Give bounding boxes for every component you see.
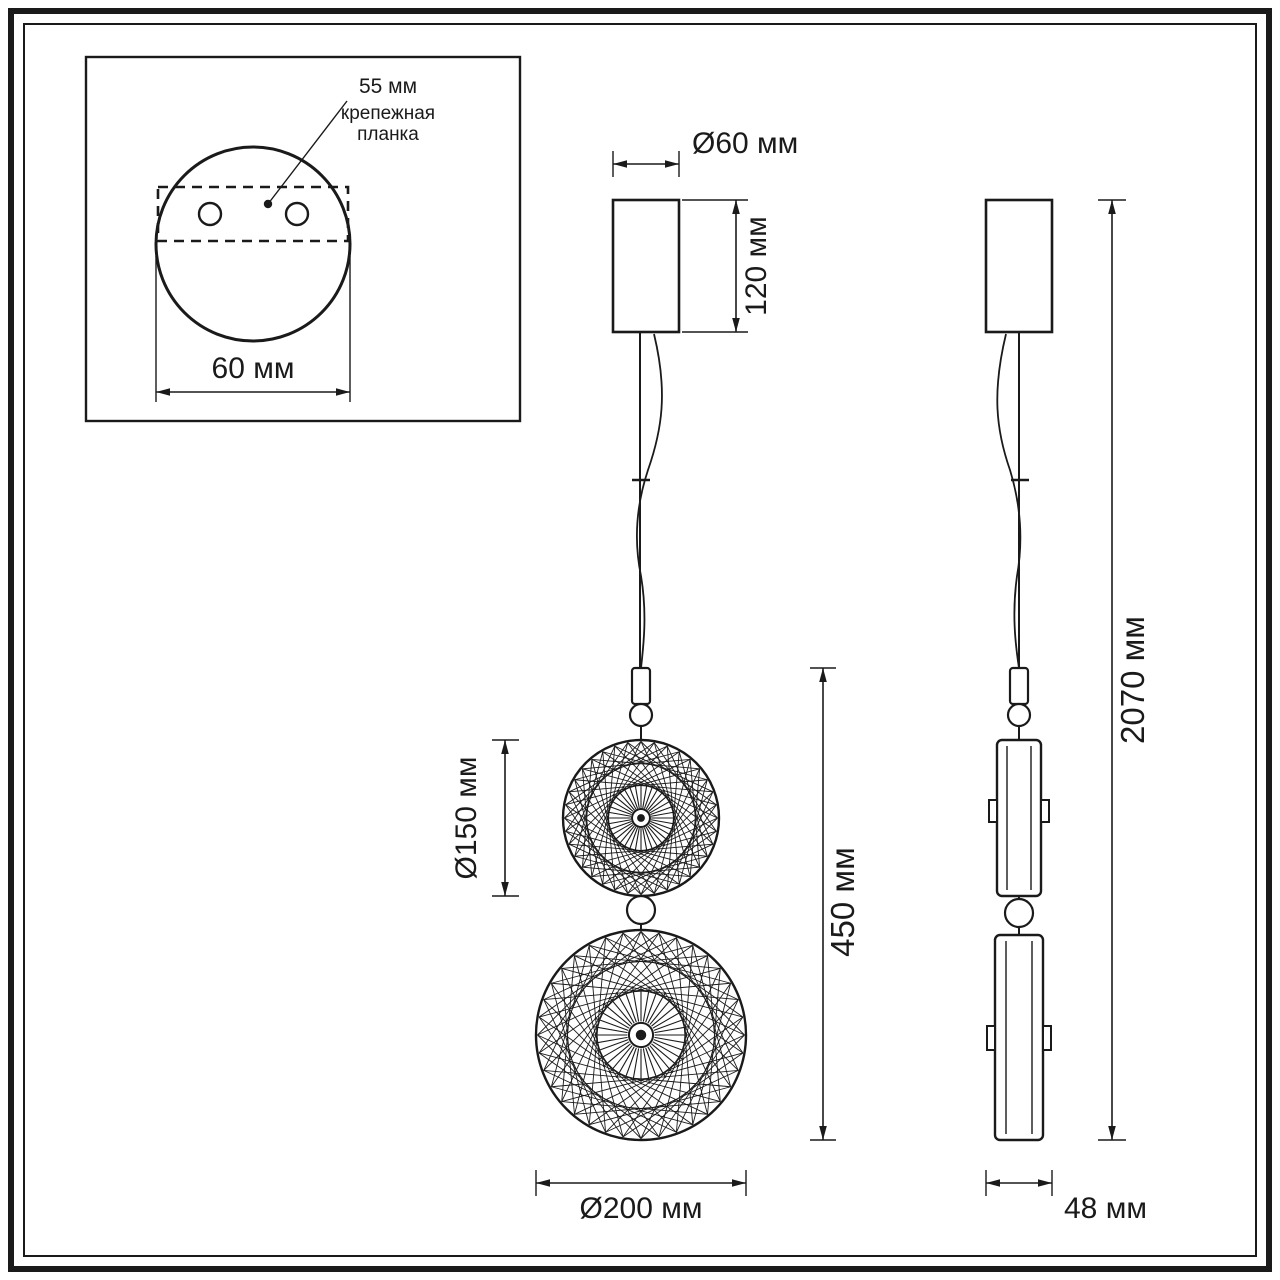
mounting-hole-left (197, 201, 223, 227)
small-disc-side-profile (988, 738, 1050, 898)
wire-side (996, 333, 1022, 669)
label-large-disc-dia-200: Ø200 мм (580, 1192, 703, 1225)
label-mounting-plate-line2: планка (357, 124, 419, 145)
sphere-front-mid (625, 894, 657, 926)
sphere-side-mid (1003, 897, 1035, 929)
outer-frame (8, 8, 1272, 1272)
label-small-disc-dia-150: Ø150 мм (450, 757, 483, 880)
small-disc-side-body (995, 738, 1043, 898)
inset-mount-detail: 55 мм крепежная планка 60 мм (84, 55, 522, 423)
label-canopy-dia-60: Ø60 мм (692, 127, 798, 160)
small-disc-side-tab-right (1040, 799, 1050, 823)
small-disc-side-tab-left (988, 799, 998, 823)
large-disc-side-body (993, 933, 1045, 1142)
side-view: 2070 мм 48 мм (984, 198, 1151, 1225)
large-disc-front-pattern (534, 928, 748, 1142)
inset-box (84, 55, 522, 423)
label-side-width-48: 48 мм (1064, 1192, 1147, 1225)
label-fixture-height-450: 450 мм (824, 847, 861, 957)
inner-frame (23, 23, 1257, 1257)
small-disc-front-pattern (561, 738, 721, 898)
label-mounting-plate-line1: крепежная (341, 103, 435, 124)
canopy-side (984, 198, 1054, 334)
label-canopy-width-60: 60 мм (212, 352, 295, 385)
leader-line (267, 100, 348, 205)
large-disc-side-tab-right (1042, 1025, 1052, 1051)
sphere-front-top (628, 702, 654, 728)
canopy-bottom-view-circle (154, 145, 352, 343)
mounting-hole-right (284, 201, 310, 227)
ferrule-side (1008, 666, 1030, 706)
ferrule-front (630, 666, 652, 706)
large-disc-side-tab-left (986, 1025, 996, 1051)
mounting-plate-dashed-outline (156, 185, 350, 243)
wire-front (636, 333, 663, 669)
label-plate-width-55: 55 мм (359, 75, 417, 98)
canopy-front (611, 198, 681, 334)
sphere-side-top (1006, 702, 1032, 728)
label-canopy-height-120: 120 мм (740, 216, 773, 316)
front-view: Ø60 мм 120 мм Ø150 мм 450 мм (450, 127, 861, 1225)
large-disc-side-profile (986, 933, 1052, 1142)
label-total-height-2070: 2070 мм (1114, 616, 1151, 744)
